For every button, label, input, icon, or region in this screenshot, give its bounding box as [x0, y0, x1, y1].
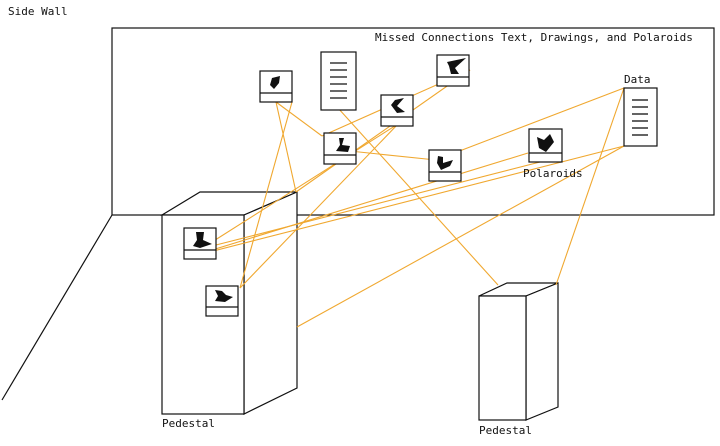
- connection-lines: [185, 69, 625, 328]
- pedestal-left-label: Pedestal: [162, 417, 215, 430]
- pedestal-right-label: Pedestal: [479, 424, 532, 437]
- data-document: [623, 87, 658, 147]
- polaroid-wall-2: [436, 54, 470, 87]
- side-wall-edge: [1, 214, 113, 401]
- wall-title-label: Missed Connections Text, Drawings, and P…: [375, 31, 693, 44]
- side-wall-label: Side Wall: [8, 5, 68, 18]
- polaroids-label: Polaroids: [523, 167, 583, 180]
- polaroid-wall-1: [259, 70, 293, 103]
- polaroid-pedestal-1: [183, 227, 217, 260]
- pedestal-right: [478, 282, 559, 421]
- back-wall: [111, 27, 715, 216]
- polaroid-pedestal-2: [205, 285, 239, 317]
- polaroid-wall-4: [323, 132, 357, 165]
- polaroid-wall-6: [528, 128, 563, 163]
- polaroid-wall-3: [380, 94, 414, 127]
- polaroid-wall-5: [428, 149, 462, 182]
- text-document-wall: [320, 51, 357, 111]
- data-label: Data: [624, 73, 651, 86]
